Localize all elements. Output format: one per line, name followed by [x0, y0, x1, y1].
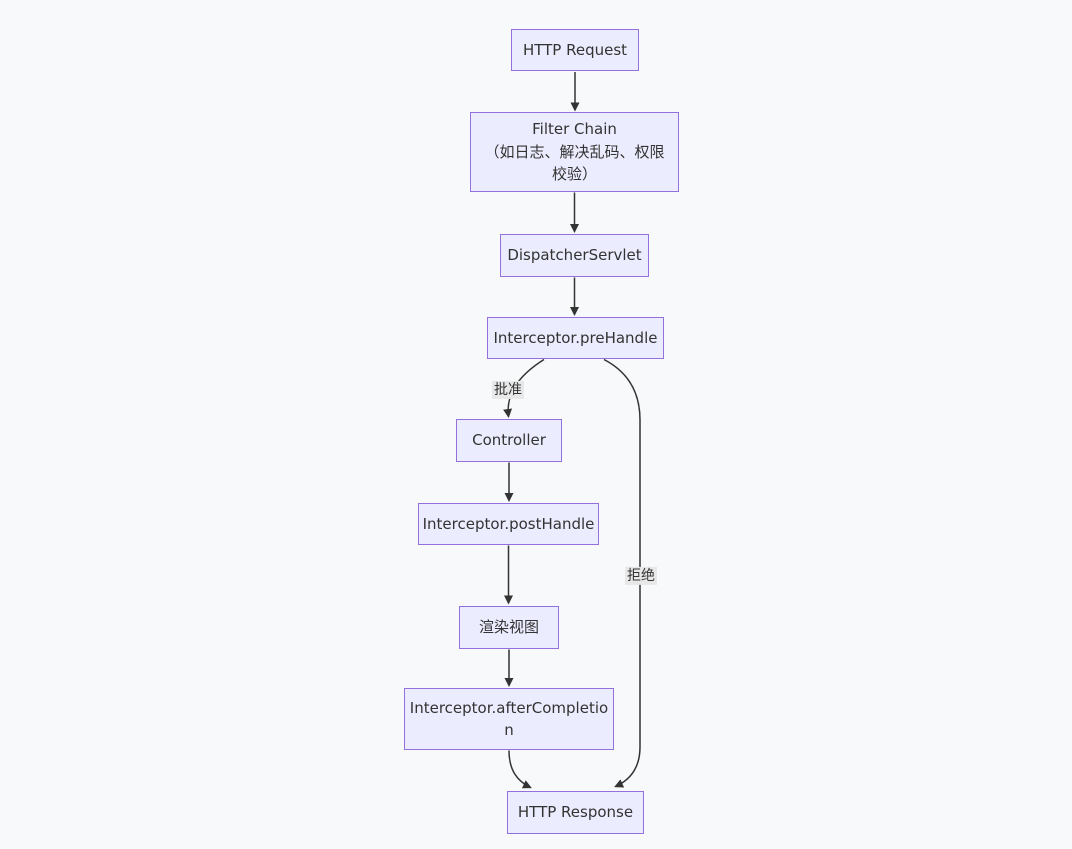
node-controller-label: Controller — [472, 431, 546, 450]
node-interceptor-prehandle-label: Interceptor.preHandle — [493, 328, 658, 347]
node-http-response-label: HTTP Response — [517, 803, 634, 822]
node-render-view-label: 渲染视图 — [478, 618, 539, 637]
edge-label-approve: 批准 — [492, 380, 524, 400]
node-filter-chain-line2: （如日志、解决乱码、权限 — [484, 142, 665, 161]
node-interceptor-aftercompletion: Interceptor.afterCompletio n — [404, 688, 614, 750]
node-http-request-label: HTTP Request — [522, 40, 628, 59]
node-interceptor-posthandle: Interceptor.postHandle — [418, 503, 599, 545]
node-http-response: HTTP Response — [507, 791, 644, 834]
node-interceptor-posthandle-label: Interceptor.postHandle — [422, 514, 595, 533]
node-render-view: 渲染视图 — [459, 606, 559, 649]
node-filter-chain-line1: Filter Chain — [532, 120, 617, 139]
node-dispatcher-servlet-label: DispatcherServlet — [507, 246, 642, 265]
edge-prehandle-reject-to-response — [603, 358, 641, 788]
node-interceptor-aftercompletion-line2: n — [504, 721, 514, 739]
node-interceptor-aftercompletion-line1: Interceptor.afterCompletio — [409, 698, 609, 717]
edge-aftercompletion-to-response — [508, 750, 532, 789]
node-dispatcher-servlet: DispatcherServlet — [500, 234, 649, 277]
node-interceptor-prehandle: Interceptor.preHandle — [487, 317, 664, 359]
node-filter-chain: Filter Chain （如日志、解决乱码、权限 校验） — [470, 112, 679, 192]
node-controller: Controller — [456, 419, 562, 462]
node-http-request: HTTP Request — [511, 29, 639, 71]
node-filter-chain-line3: 校验） — [551, 165, 597, 184]
edge-label-reject: 拒绝 — [625, 566, 657, 586]
